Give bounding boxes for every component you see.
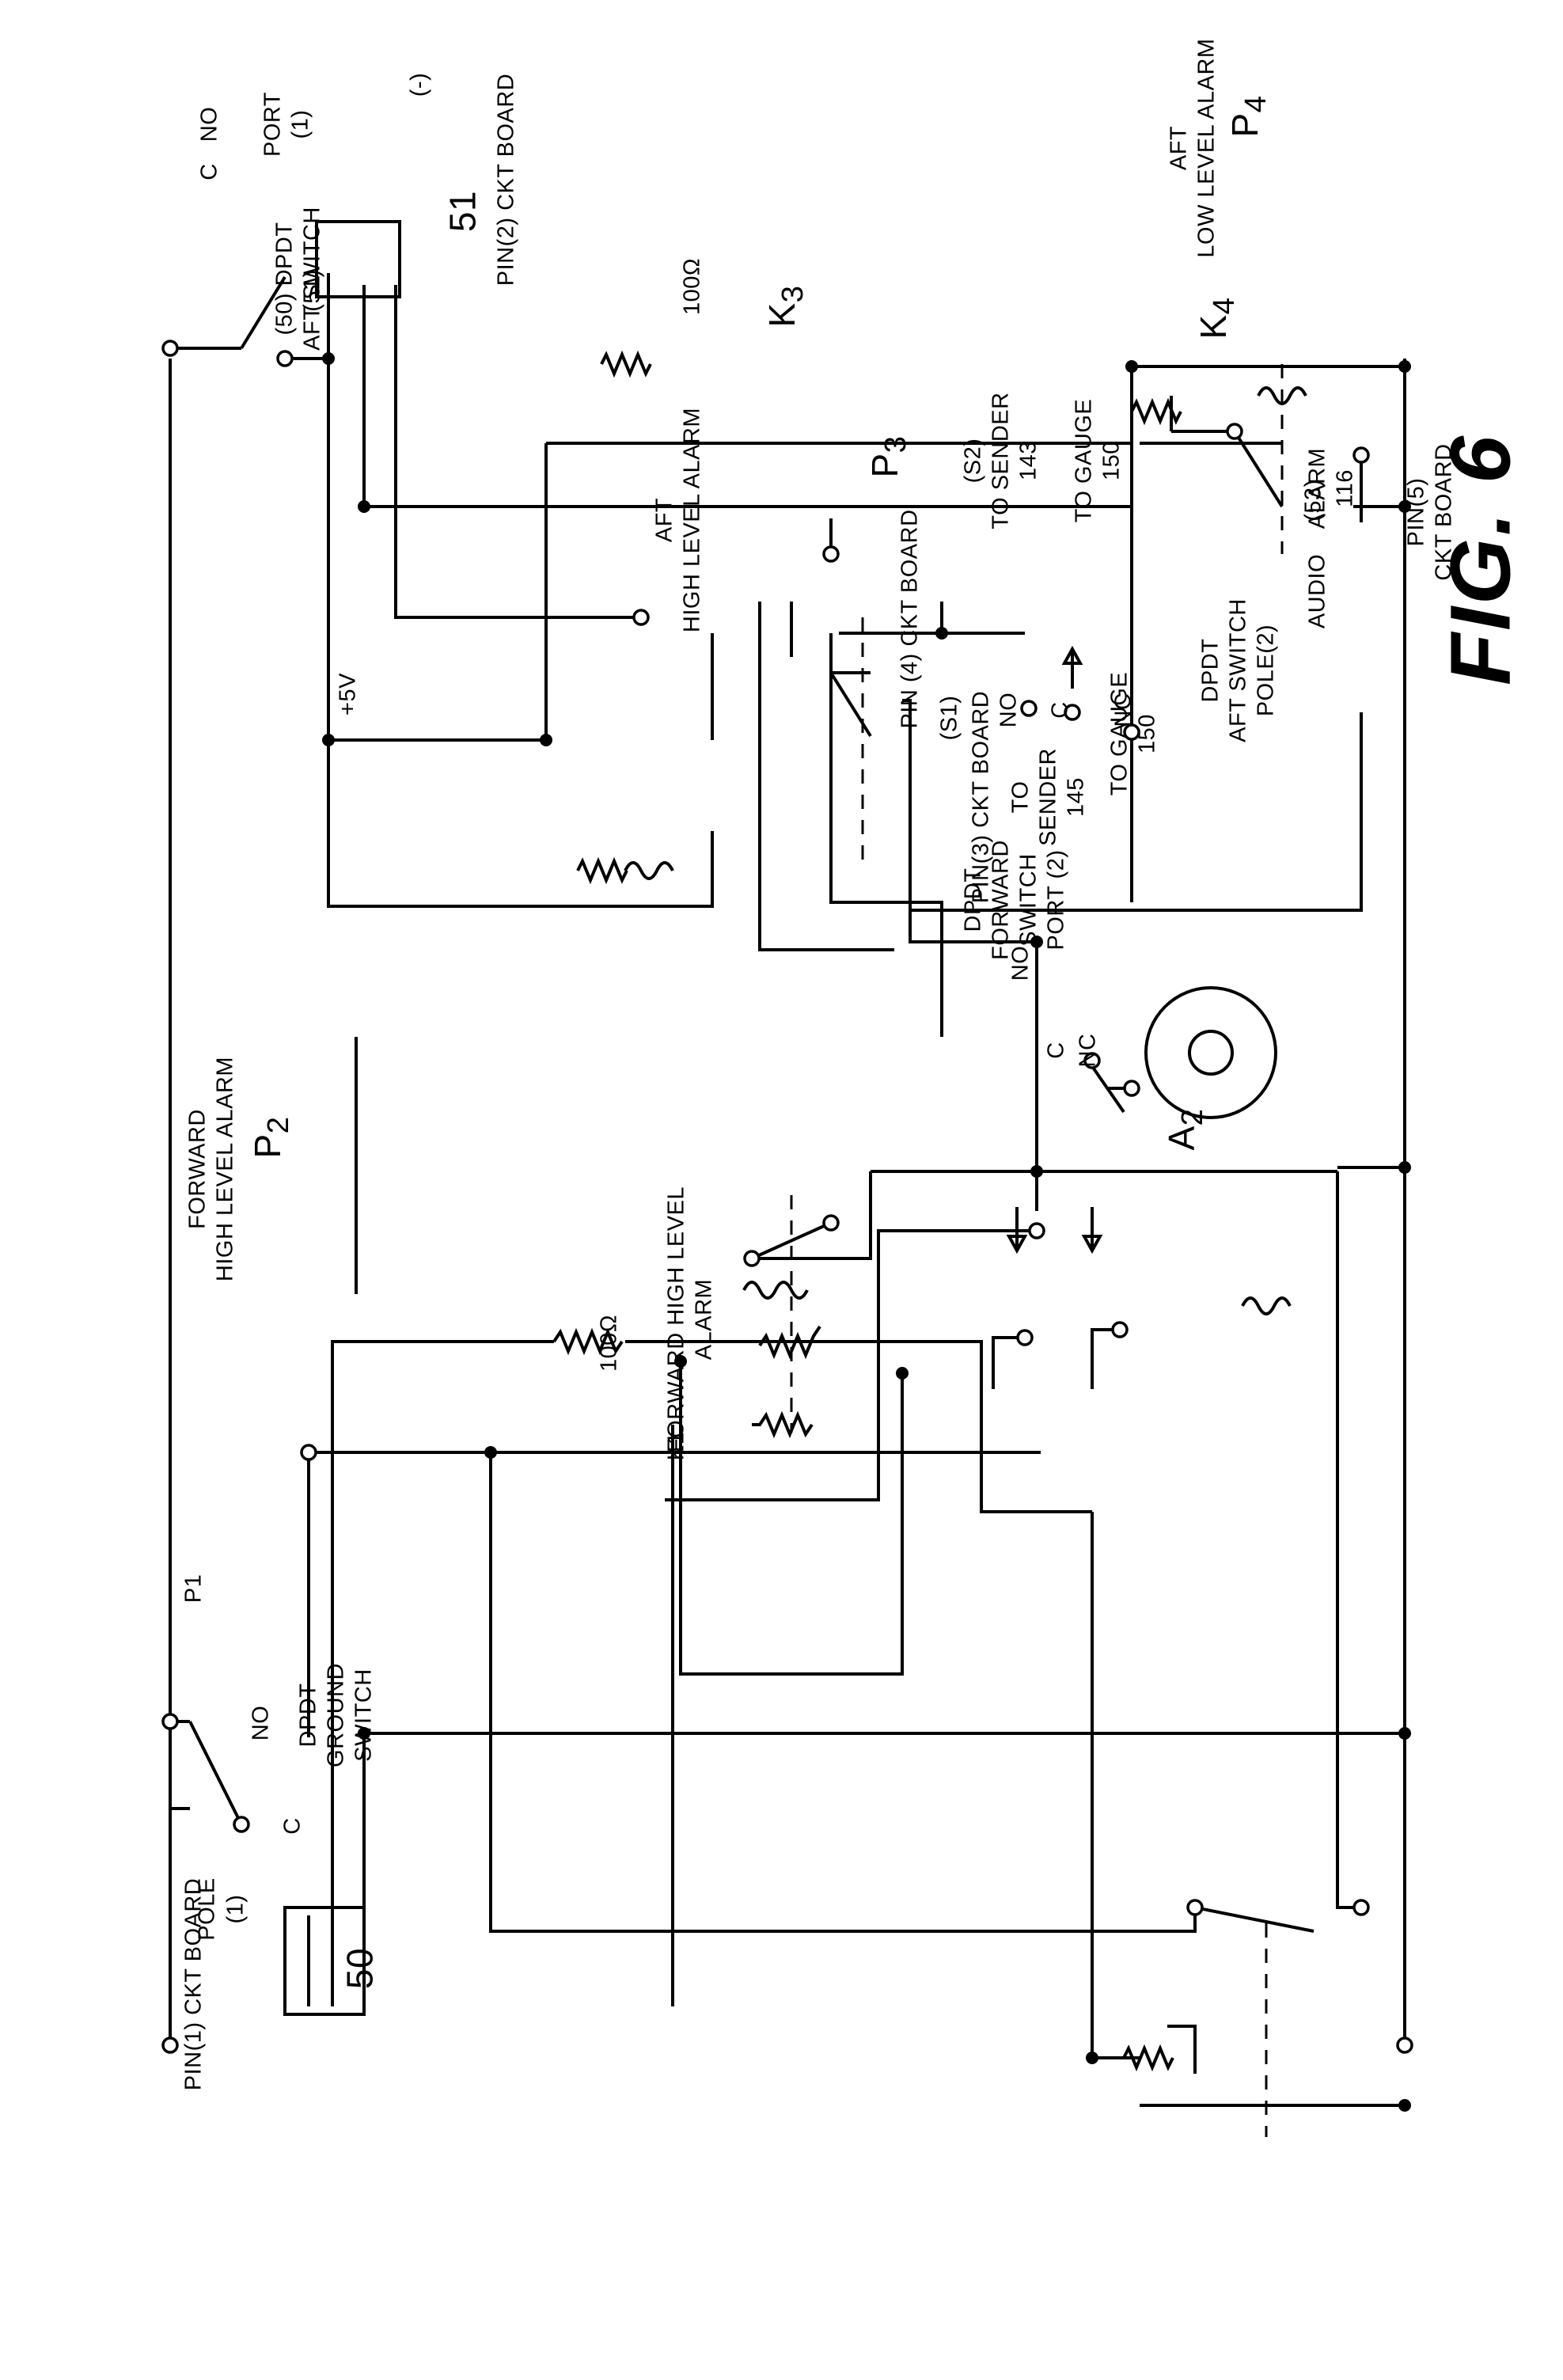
label-k3: K3 xyxy=(769,285,806,327)
label-ref143: 143 xyxy=(1016,441,1042,480)
label-plus5v: +5V xyxy=(336,673,362,716)
label-s2: (S2) xyxy=(961,438,987,484)
label-aft-hi-2: HIGH LEVEL ALARM xyxy=(680,408,706,632)
a2-main: A xyxy=(1161,1125,1202,1150)
label-dpdt-ground-2: GROUND xyxy=(324,1663,350,1767)
label-fwd-hi-bottom-2: HIGH LEVEL ALARM xyxy=(213,1057,239,1281)
p3-sub: 3 xyxy=(878,435,912,453)
label-dpdt-fwd-3: SWITCH xyxy=(1016,853,1042,946)
label-dpdt-aft-2: AFT SWITCH xyxy=(1226,598,1252,742)
label-s1: (S1) xyxy=(937,696,963,741)
label-p2: P2 xyxy=(255,1116,291,1158)
figure-label: FIG. 6 xyxy=(1467,434,1493,685)
label-pin3: PIN(3) CKT BOARD xyxy=(969,691,995,904)
label-aft-lo-2: LOW LEVEL ALARM xyxy=(1194,38,1220,257)
label-dpdt-ground-1: DPDT xyxy=(296,1683,322,1748)
label-no-d: NO xyxy=(197,107,223,142)
label-fwd-hi-top-2: ALARM xyxy=(692,1279,718,1360)
k3-sub: 3 xyxy=(776,285,810,302)
label-to-gauge-b: TO GAUGE xyxy=(1072,399,1098,523)
p2-main: P xyxy=(247,1133,288,1158)
label-c-b: C xyxy=(1044,1042,1070,1058)
label-aft-lo-1: AFT xyxy=(1167,126,1193,170)
label-pin2: PIN(2) CKT BOARD xyxy=(494,74,520,287)
label-minus: (-) xyxy=(407,73,433,97)
k4-main: K xyxy=(1193,314,1234,339)
label-pole-num: (1) xyxy=(223,1895,249,1924)
p3-main: P xyxy=(864,453,905,477)
label-dpdt-ground-3: SWITCH xyxy=(351,1668,377,1761)
label-no-a: NO xyxy=(248,1706,275,1741)
label-ref150-a: 150 xyxy=(1135,714,1161,753)
label-a2: A2 xyxy=(1169,1108,1205,1150)
label-c-d: C xyxy=(197,163,223,180)
label-to-sender-s2: TO SENDER xyxy=(988,392,1015,529)
p4-sub: 4 xyxy=(1239,95,1273,112)
label-c-a: C xyxy=(280,1817,306,1834)
label-nc-c: NC xyxy=(1111,693,1137,727)
k3-main: K xyxy=(761,302,802,327)
label-no-b: NO xyxy=(1008,946,1034,981)
p4-main: P xyxy=(1224,112,1265,137)
label-alarm: ALARM xyxy=(1305,448,1331,529)
label-ref50: 50 xyxy=(347,1948,374,1989)
label-pin4: PIN (4) CKT BOARD xyxy=(897,509,924,728)
label-aft-hi-1: AFT xyxy=(652,498,678,542)
label-fwd-hi-top-1: FORWARD HIGH LEVEL xyxy=(664,1186,690,1452)
label-p1: P1 xyxy=(181,1574,207,1603)
k4-sub: 4 xyxy=(1207,297,1241,314)
label-pin5-1: PIN(5) xyxy=(1404,478,1430,547)
label-to-sender-1: TO xyxy=(1008,781,1034,814)
label-aft-sw-1: (50) DPDT xyxy=(272,222,298,335)
a2-sub: 2 xyxy=(1175,1108,1209,1125)
label-pole-word: POLE xyxy=(195,1877,221,1940)
label-dpdt-aft-3: POLE(2) xyxy=(1254,624,1280,716)
label-audio: AUDIO xyxy=(1305,554,1331,628)
label-ref51: 51 xyxy=(450,191,476,232)
label-to-gauge-a: TO GAUGE xyxy=(1107,672,1133,796)
label-r100-b: 100Ω xyxy=(680,258,706,315)
label-port-num: (1) xyxy=(288,110,314,139)
label-ref116: 116 xyxy=(1333,469,1359,507)
label-r100-a: 100Ω xyxy=(597,1315,623,1372)
label-nc-b: NC xyxy=(1076,1034,1102,1068)
label-k4: K4 xyxy=(1201,297,1237,339)
label-fwd-hi-bottom-1: FORWARD xyxy=(185,1109,211,1229)
label-ref145: 145 xyxy=(1064,777,1090,817)
p2-sub: 2 xyxy=(261,1116,295,1133)
label-aft-sw-2: AFT SWITCH xyxy=(300,207,326,351)
label-no-c: NO xyxy=(996,693,1022,728)
label-dpdt-aft-1: DPDT xyxy=(1198,639,1224,703)
label-port-word: PORT xyxy=(260,92,286,157)
label-dpdt-fwd-4: PORT (2) xyxy=(1044,849,1070,950)
label-to-sender-2: SENDER xyxy=(1036,748,1062,846)
label-p3: P3 xyxy=(872,435,909,477)
label-p4: P4 xyxy=(1232,95,1269,137)
label-c-c: C xyxy=(1048,701,1074,718)
label-ref150-b: 150 xyxy=(1099,441,1125,480)
